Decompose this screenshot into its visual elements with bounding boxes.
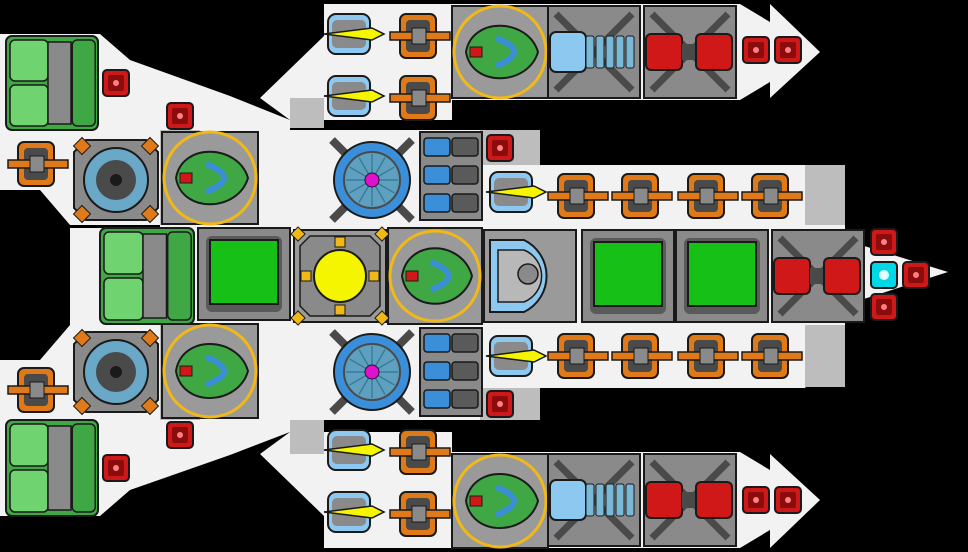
missile-launcher-3 [323,491,386,533]
generator-top-left [5,35,99,131]
laser-turret-3 [389,75,451,121]
laser-turret-1 [7,367,69,413]
railgun-bottom [643,453,737,547]
armor-plate-11 [902,261,930,289]
armor-plate-6 [742,36,770,64]
armor-plate-1 [166,102,194,130]
laser-turret-11 [611,333,673,379]
armor-plate-12 [870,293,898,321]
battery-upper [419,131,483,221]
armor-plate-4 [486,134,514,162]
laser-turret-9 [741,173,803,219]
railgun-nose [771,229,865,323]
screen-panel-2 [581,229,675,323]
screen-panel-1 [197,227,291,321]
armor-plate-5 [486,390,514,418]
armor-plate-10 [870,228,898,256]
laser-turret-13 [741,333,803,379]
thruster-bottom-arm [451,453,549,549]
laser-turret-4 [389,429,451,475]
laser-turret-8 [677,173,739,219]
missile-launcher-2 [323,429,386,471]
gyroscope-lower [72,328,160,416]
armor-plate-3 [102,454,130,482]
armor-plate-0 [102,69,130,97]
generator-center-left [99,227,195,325]
armor-plate-9 [774,486,802,514]
railgun-top [643,5,737,99]
laser-turret-0 [7,141,69,187]
thruster-top-arm [451,4,549,100]
missile-launcher-0 [323,13,386,55]
plasma-cannon-bottom [547,453,641,547]
missile-launcher-5 [485,335,548,377]
floor-strip-2 [290,420,324,454]
shield-generator-upper [329,137,415,223]
laser-turret-12 [677,333,739,379]
laser-turret-5 [389,491,451,537]
screen-panel-3 [675,229,769,323]
command-core [870,261,898,289]
plasma-cannon-top [547,5,641,99]
generator-bottom-left [5,419,99,517]
battery-lower [419,327,483,417]
cockpit [483,229,577,323]
shield-generator-lower [329,329,415,415]
gyroscope-upper [72,136,160,224]
armor-plate-8 [742,486,770,514]
floor-strip-1 [290,98,324,128]
laser-turret-2 [389,13,451,59]
laser-turret-10 [547,333,609,379]
thruster-center [387,227,483,325]
laser-turret-7 [611,173,673,219]
missile-launcher-1 [323,75,386,117]
parts-layer [5,4,930,549]
thruster-upper-left [161,130,259,226]
armor-plate-7 [774,36,802,64]
thruster-lower-left [161,323,259,419]
reactor-core [290,226,390,326]
laser-turret-6 [547,173,609,219]
missile-launcher-4 [485,171,548,213]
floor-strip-7 [805,325,845,387]
floor-strip-6 [805,165,845,225]
armor-plate-2 [166,421,194,449]
